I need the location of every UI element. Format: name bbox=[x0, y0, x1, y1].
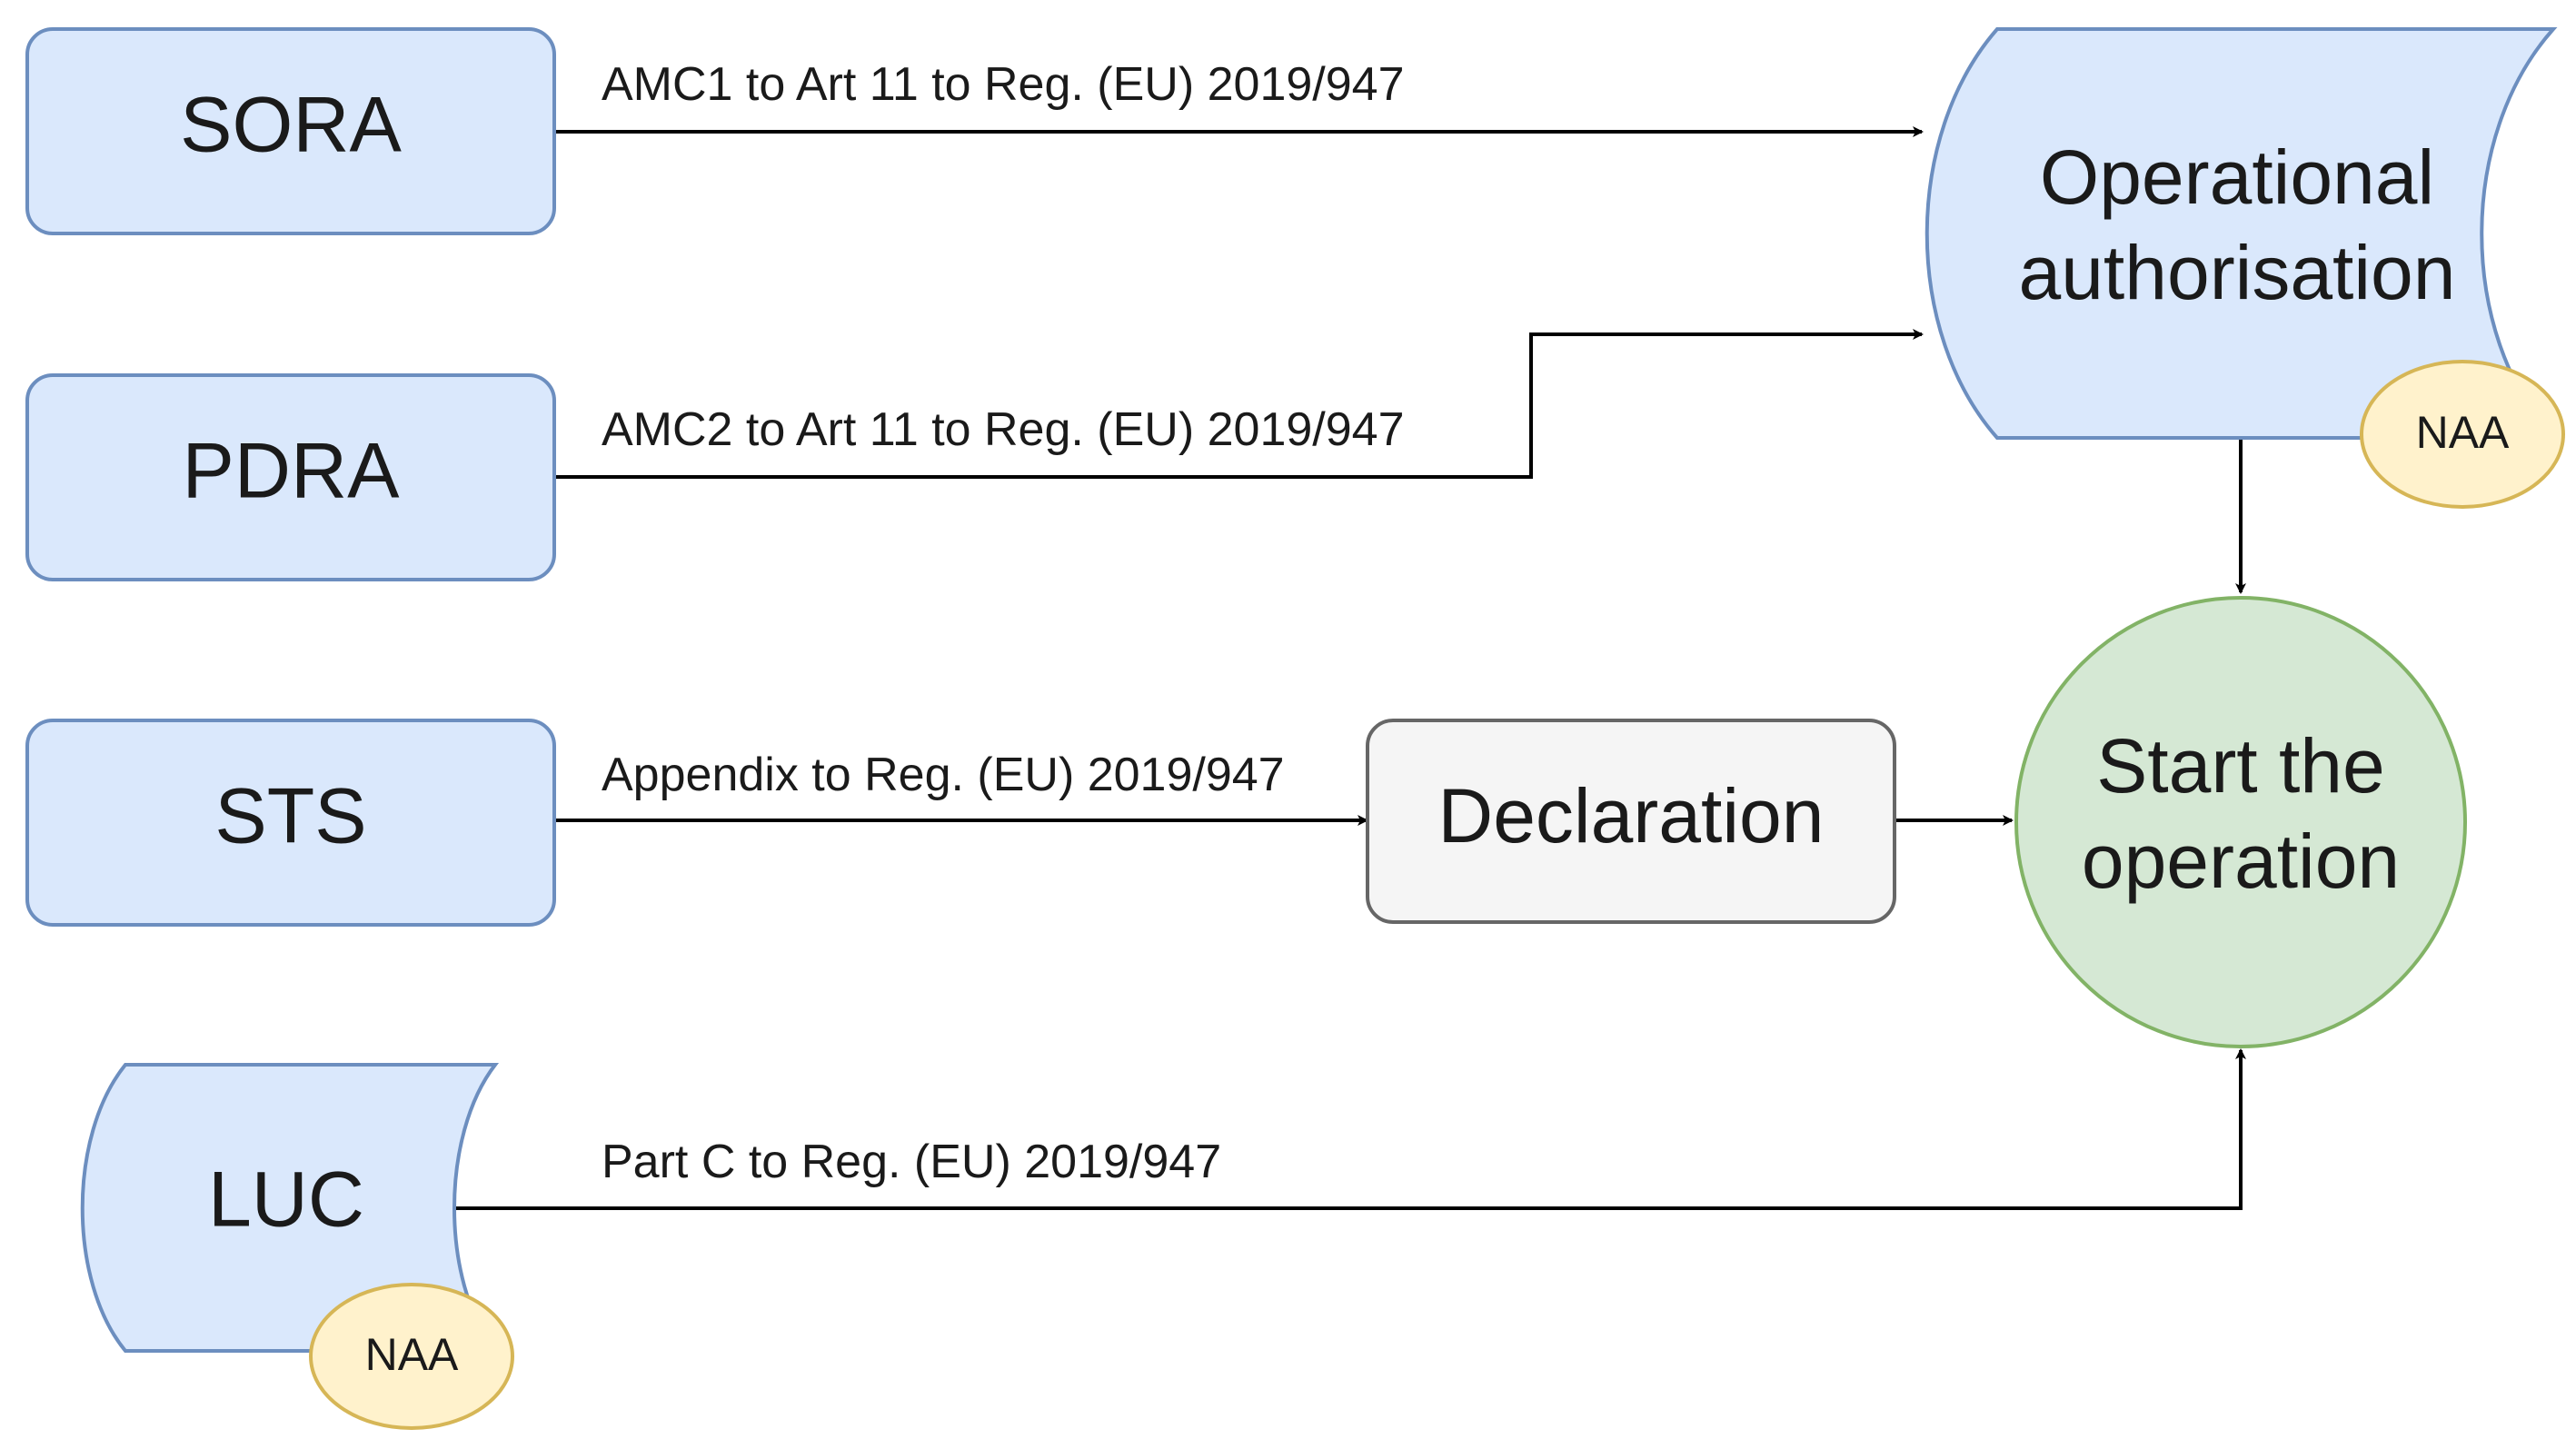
node-sts: STS bbox=[25, 719, 556, 927]
badge-authorisation-naa: NAA bbox=[2360, 360, 2565, 509]
edge-label-sora: AMC1 to Art 11 to Reg. (EU) 2019/947 bbox=[602, 58, 1405, 111]
badge-luc-naa: NAA bbox=[309, 1283, 514, 1430]
badge-authorisation-naa-label: NAA bbox=[2416, 407, 2510, 458]
node-luc-label: LUC bbox=[208, 1156, 364, 1244]
node-operational-authorisation-line-1: Operational bbox=[2040, 134, 2434, 220]
node-start-operation-line-2: operation bbox=[2082, 819, 2400, 904]
node-sts-label: STS bbox=[214, 773, 366, 860]
edge-label-pdra: AMC2 to Art 11 to Reg. (EU) 2019/947 bbox=[602, 403, 1405, 456]
edge-pdra-to-authorisation bbox=[554, 329, 1924, 479]
node-operational-authorisation-line-2: authorisation bbox=[2019, 230, 2456, 315]
edge-luc-to-start bbox=[454, 1048, 2246, 1210]
node-sora: SORA bbox=[25, 27, 556, 235]
node-start-operation: Start the operation bbox=[2014, 596, 2467, 1048]
node-declaration-label: Declaration bbox=[1438, 773, 1825, 858]
edge-label-luc: Part C to Reg. (EU) 2019/947 bbox=[602, 1136, 1221, 1188]
node-sora-label: SORA bbox=[180, 82, 402, 169]
node-declaration: Declaration bbox=[1366, 719, 1896, 924]
node-start-operation-line-1: Start the bbox=[2096, 723, 2385, 809]
node-pdra: PDRA bbox=[25, 373, 556, 581]
edges: AMC1 to Art 11 to Reg. (EU) 2019/947 AMC… bbox=[454, 58, 2246, 1210]
edge-label-sts: Appendix to Reg. (EU) 2019/947 bbox=[602, 749, 1285, 801]
node-pdra-label: PDRA bbox=[183, 428, 401, 515]
node-luc: LUC bbox=[80, 1063, 500, 1353]
badge-luc-naa-label: NAA bbox=[365, 1329, 459, 1380]
